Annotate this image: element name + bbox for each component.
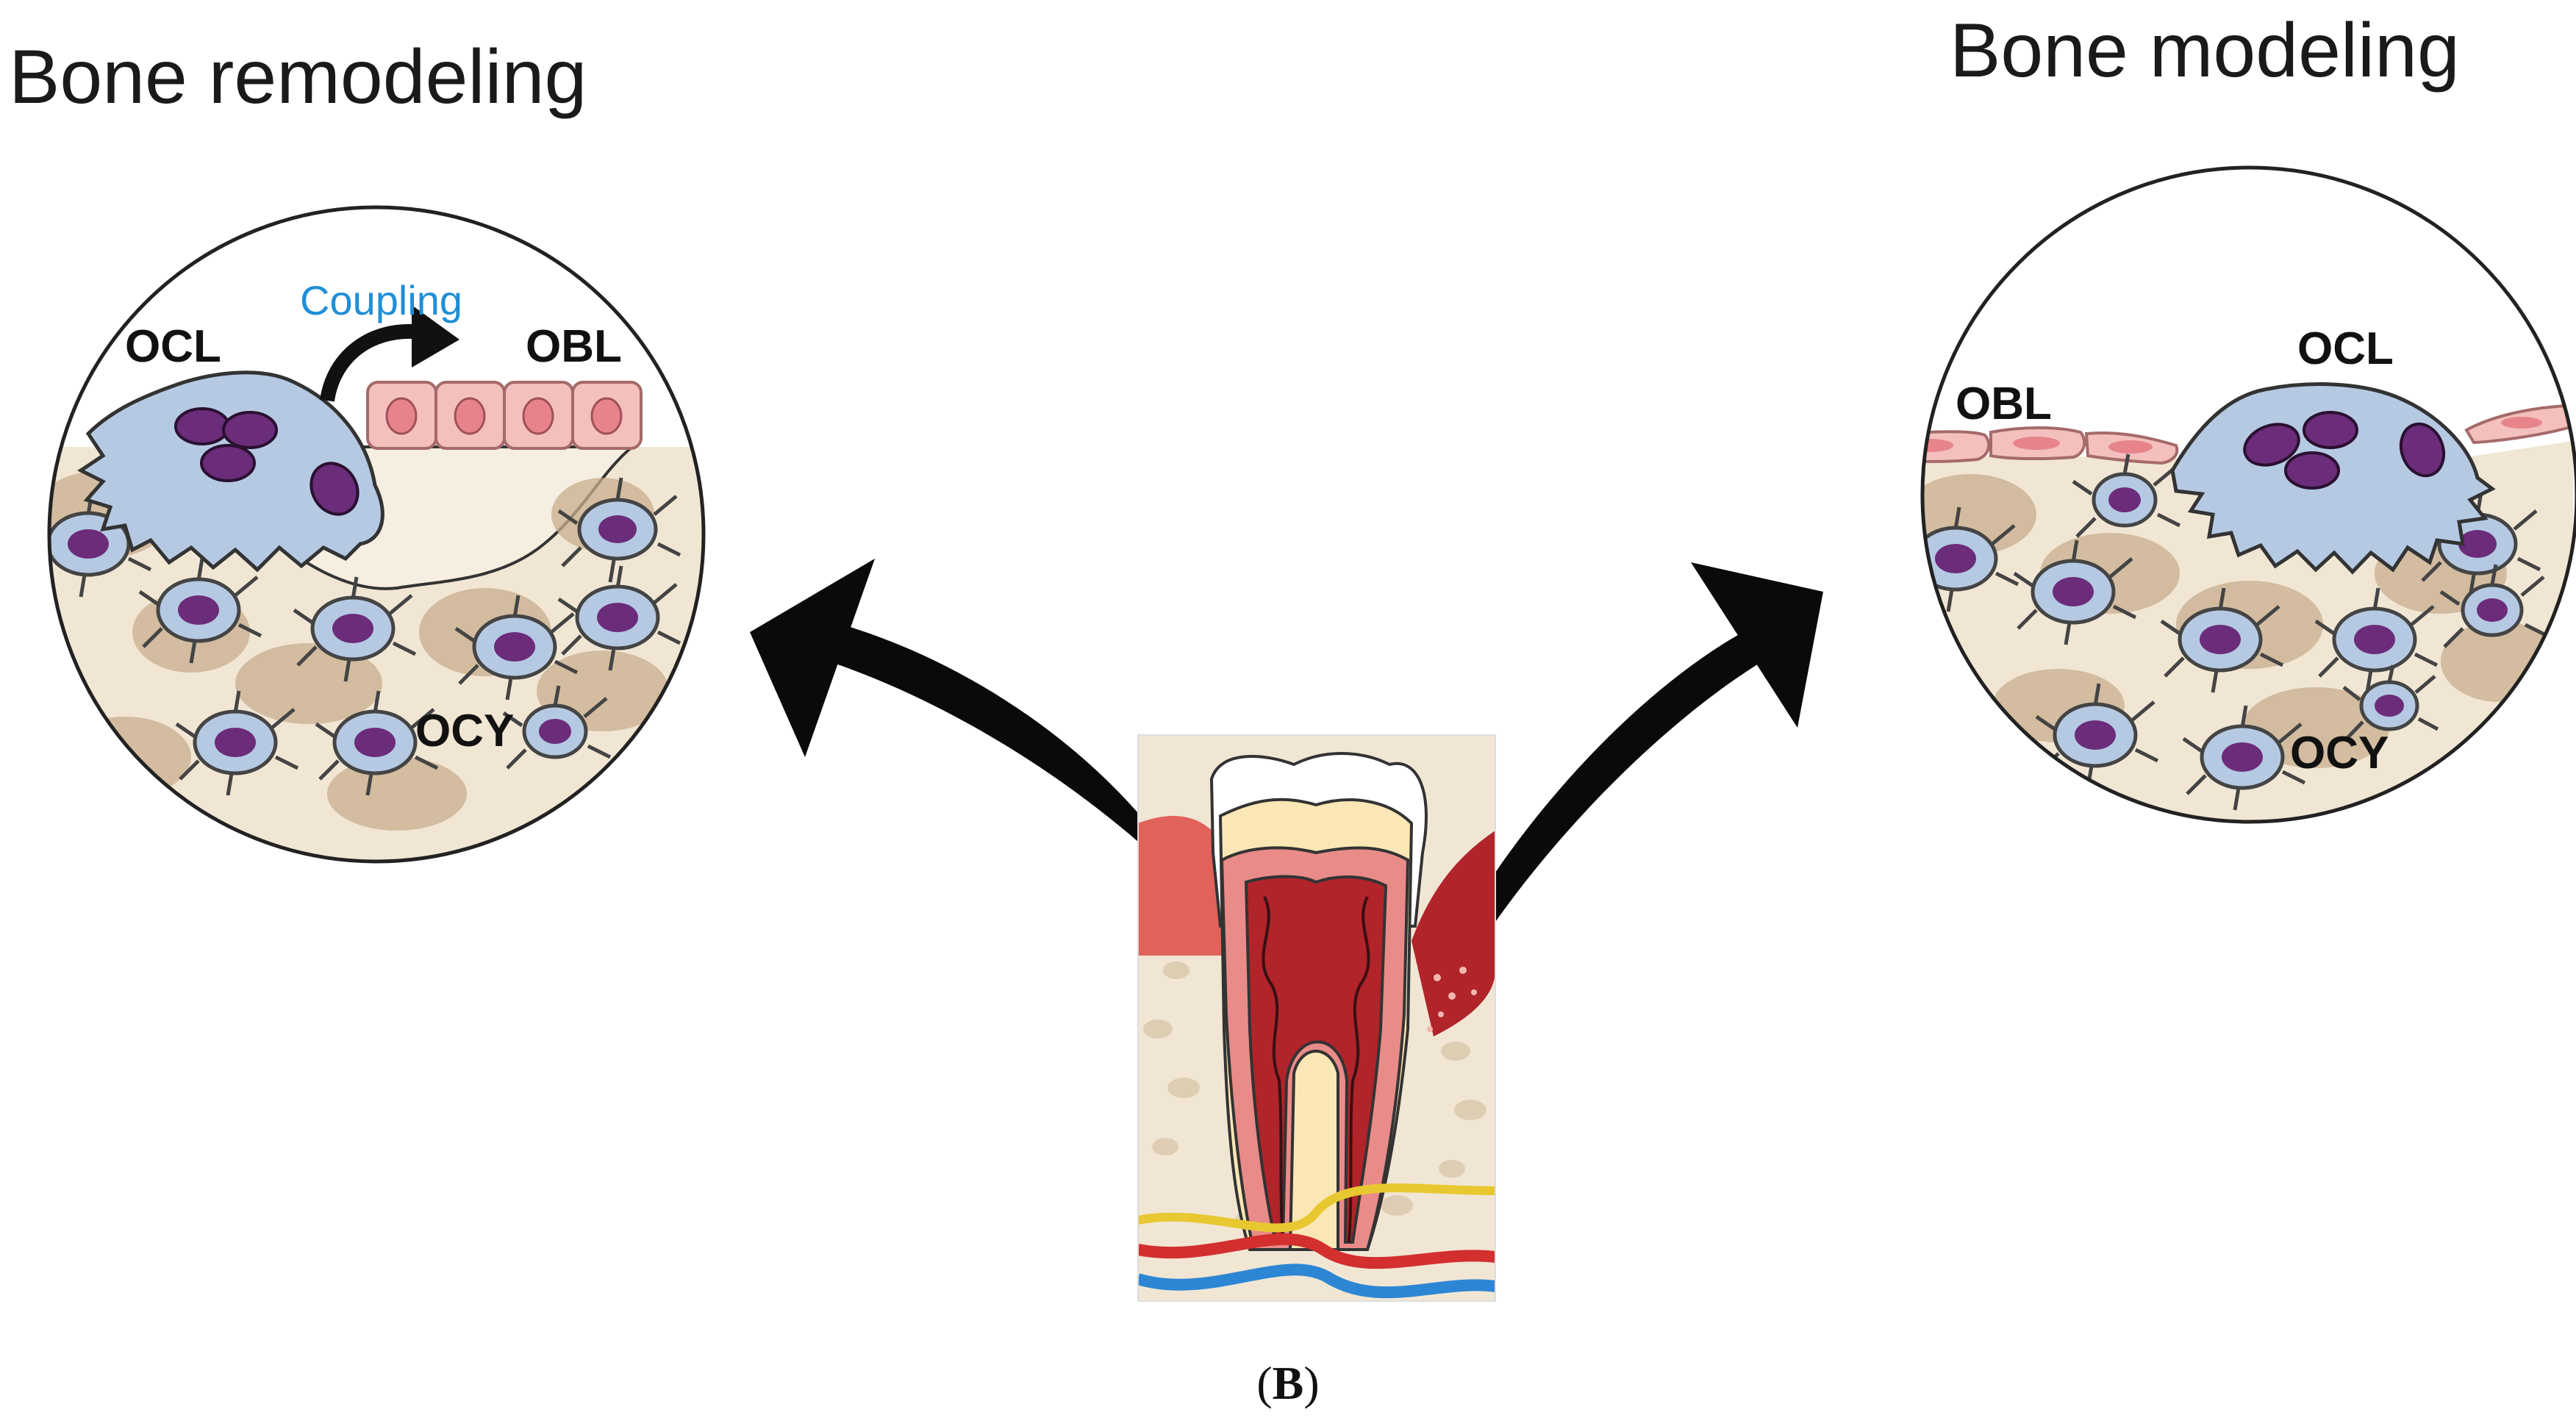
osteoclast-right [2170,382,2496,575]
osteocytes-left [49,477,681,796]
bone-remodeling-heading: Bone remodeling [9,35,587,120]
bone-modeling-heading: Bone modeling [1950,8,2460,93]
osteoclast-left [77,370,384,573]
figure-caption: (B) [1256,1357,1319,1409]
coupling-label: Coupling [300,277,462,323]
osteoclast-label-right: OCL [2297,323,2394,374]
osteocyte-label-left: OCY [415,706,514,756]
osteoclast-label-left: OCL [125,321,221,372]
osteoblast-label-left: OBL [526,321,622,372]
caption-letter: B [1273,1357,1304,1409]
curved-arrow-left-icon [750,559,1151,853]
caption-close-paren: ) [1303,1357,1319,1409]
curved-arrow-right-icon [1470,562,1823,926]
modeling-panel: OCL OBL OCY [1920,165,2576,824]
caption-open-paren: ( [1256,1357,1272,1409]
osteocytes-right [1922,454,2549,811]
osteoblasts-right [1922,404,2575,465]
osteocyte-label-right: OCY [2290,728,2389,778]
osteoblasts-left [366,381,643,450]
osteoblast-label-right: OBL [1956,379,2052,429]
tooth-cross-section-icon [1137,734,1496,1302]
remodeling-panel: Coupling OCL OBL OCY [47,205,706,864]
